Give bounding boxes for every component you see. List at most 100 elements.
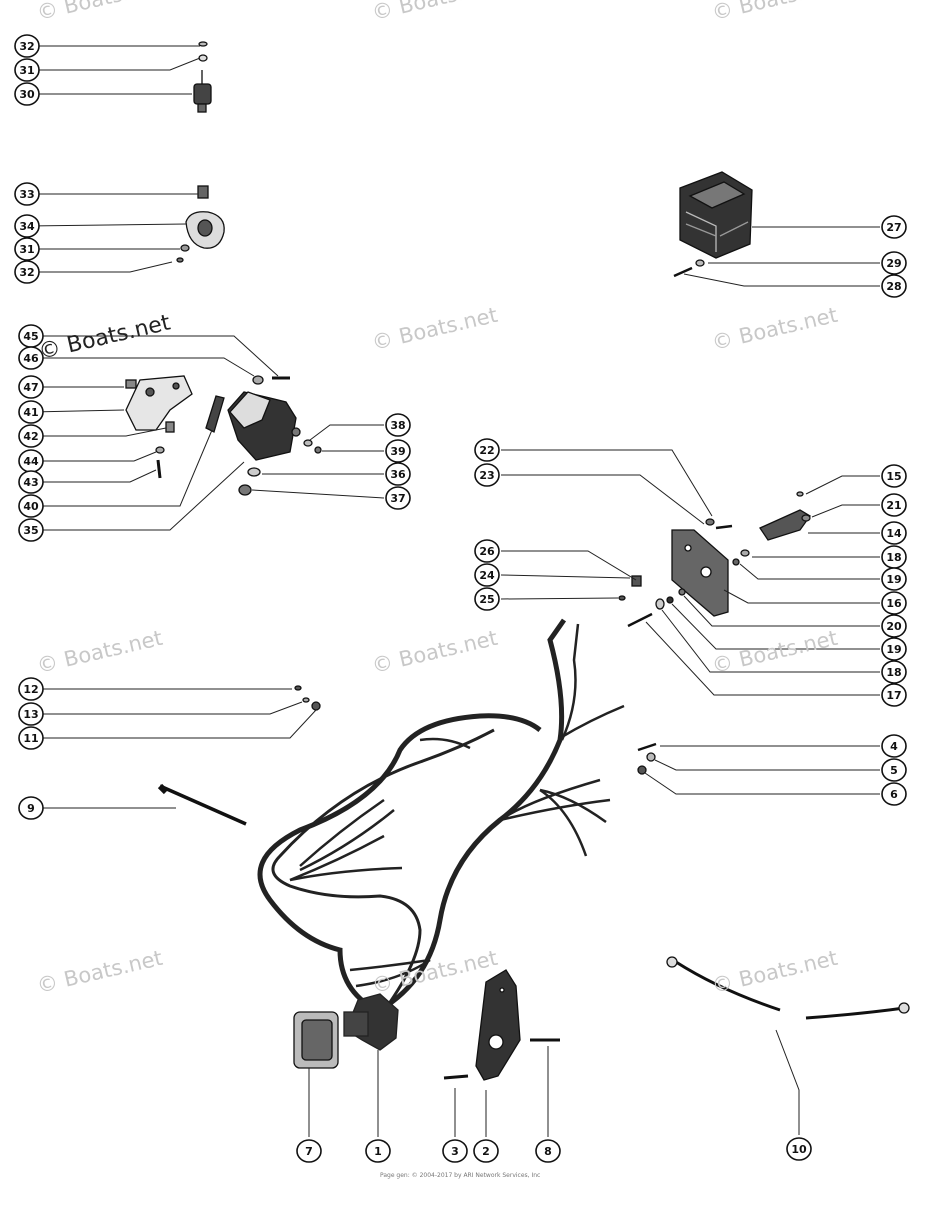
callout-c45[interactable]: 45 <box>18 324 44 348</box>
callout-circle <box>18 796 44 820</box>
callout-c47[interactable]: 47 <box>18 375 44 399</box>
leader-line-c25 <box>500 597 619 600</box>
leader-line-c15 <box>805 475 880 495</box>
callout-number: 18 <box>886 666 901 679</box>
part-illustrations <box>125 41 910 1081</box>
callout-circle <box>881 660 907 684</box>
callout-number: 9 <box>27 802 35 815</box>
callout-number: 34 <box>19 220 35 233</box>
callout-circle <box>14 260 40 284</box>
callout-c14[interactable]: 14 <box>881 521 907 545</box>
callout-c8[interactable]: 8 <box>535 1139 561 1163</box>
leader-line-c43 <box>31 469 157 483</box>
callout-c11[interactable]: 11 <box>18 726 44 750</box>
callout-circle <box>881 567 907 591</box>
callout-circle <box>881 251 907 275</box>
callout-number: 10 <box>791 1143 807 1156</box>
callout-number: 47 <box>23 381 38 394</box>
callout-c6[interactable]: 6 <box>881 782 907 806</box>
callout-circle <box>881 758 907 782</box>
callout-c30[interactable]: 30 <box>14 82 40 106</box>
callout-c35[interactable]: 35 <box>18 518 44 542</box>
callout-c26[interactable]: 26 <box>474 539 500 563</box>
callout-c18b[interactable]: 18 <box>881 660 907 684</box>
callout-c33[interactable]: 33 <box>14 182 40 206</box>
leader-line-c17 <box>645 621 880 696</box>
callout-c24[interactable]: 24 <box>474 563 500 587</box>
callout-circle <box>385 462 411 486</box>
callout-c32b[interactable]: 32 <box>14 260 40 284</box>
callout-c46[interactable]: 46 <box>18 346 44 370</box>
callout-c16[interactable]: 16 <box>881 591 907 615</box>
callout-c20[interactable]: 20 <box>881 614 907 638</box>
callout-c40[interactable]: 40 <box>18 494 44 518</box>
callout-circle <box>881 637 907 661</box>
callout-c1[interactable]: 1 <box>365 1139 391 1163</box>
callout-circle <box>18 424 44 448</box>
callout-c32a[interactable]: 32 <box>14 34 40 58</box>
callout-c13[interactable]: 13 <box>18 702 44 726</box>
callout-c39[interactable]: 39 <box>385 439 411 463</box>
callout-c10[interactable]: 10 <box>786 1137 812 1161</box>
callout-c12[interactable]: 12 <box>18 677 44 701</box>
callout-circle <box>14 34 40 58</box>
callout-number: 33 <box>19 188 34 201</box>
callout-circle <box>18 494 44 518</box>
leader-line-c6 <box>644 772 880 795</box>
callout-number: 27 <box>886 221 901 234</box>
callout-c27[interactable]: 27 <box>881 215 907 239</box>
callout-number: 36 <box>390 468 406 481</box>
callout-circle <box>881 493 907 517</box>
callout-circle <box>881 274 907 298</box>
callout-number: 16 <box>886 597 902 610</box>
callout-c4[interactable]: 4 <box>881 734 907 758</box>
callout-c21[interactable]: 21 <box>881 493 907 517</box>
callout-c3[interactable]: 3 <box>442 1139 468 1163</box>
callout-c28[interactable]: 28 <box>881 274 907 298</box>
part-switch-30-group <box>193 41 212 113</box>
callout-c37[interactable]: 37 <box>385 486 411 510</box>
callout-c31b[interactable]: 31 <box>14 237 40 261</box>
callout-c17[interactable]: 17 <box>881 683 907 707</box>
callout-c23[interactable]: 23 <box>474 463 500 487</box>
callout-c41[interactable]: 41 <box>18 400 44 424</box>
callout-c22[interactable]: 22 <box>474 438 500 462</box>
callout-circle <box>14 182 40 206</box>
callout-c42[interactable]: 42 <box>18 424 44 448</box>
callout-c18a[interactable]: 18 <box>881 545 907 569</box>
callout-circle <box>881 782 907 806</box>
callout-c7[interactable]: 7 <box>296 1139 322 1163</box>
part-ground-cable-10 <box>666 956 910 1020</box>
callout-c31a[interactable]: 31 <box>14 58 40 82</box>
leader-line-c22 <box>501 449 713 517</box>
callout-circle <box>474 563 500 587</box>
callout-c29[interactable]: 29 <box>881 251 907 275</box>
callout-c36[interactable]: 36 <box>385 462 411 486</box>
leader-line-c11 <box>31 709 317 739</box>
callout-c19b[interactable]: 19 <box>881 637 907 661</box>
callout-circle <box>14 214 40 238</box>
callout-c34[interactable]: 34 <box>14 214 40 238</box>
callout-number: 1 <box>374 1145 382 1158</box>
leader-line-c35 <box>31 461 245 531</box>
callout-c25[interactable]: 25 <box>474 587 500 611</box>
callout-c15[interactable]: 15 <box>881 464 907 488</box>
callout-circle <box>385 439 411 463</box>
callout-c2[interactable]: 2 <box>473 1139 499 1163</box>
callout-c44[interactable]: 44 <box>18 449 44 473</box>
callout-c38[interactable]: 38 <box>385 413 411 437</box>
callout-number: 45 <box>23 330 38 343</box>
callout-c43[interactable]: 43 <box>18 470 44 494</box>
callout-circle <box>881 614 907 638</box>
callout-circle <box>18 375 44 399</box>
callout-c19a[interactable]: 19 <box>881 567 907 591</box>
callout-number: 14 <box>886 527 902 540</box>
callout-number: 13 <box>23 708 38 721</box>
part-solenoid-35-group <box>125 375 322 496</box>
callout-c5[interactable]: 5 <box>881 758 907 782</box>
callout-number: 39 <box>390 445 405 458</box>
callout-c9[interactable]: 9 <box>18 796 44 820</box>
callout-circle <box>18 470 44 494</box>
callout-bubbles: 3231303334313227292845464741424443403538… <box>14 34 907 1163</box>
callout-circle <box>18 400 44 424</box>
